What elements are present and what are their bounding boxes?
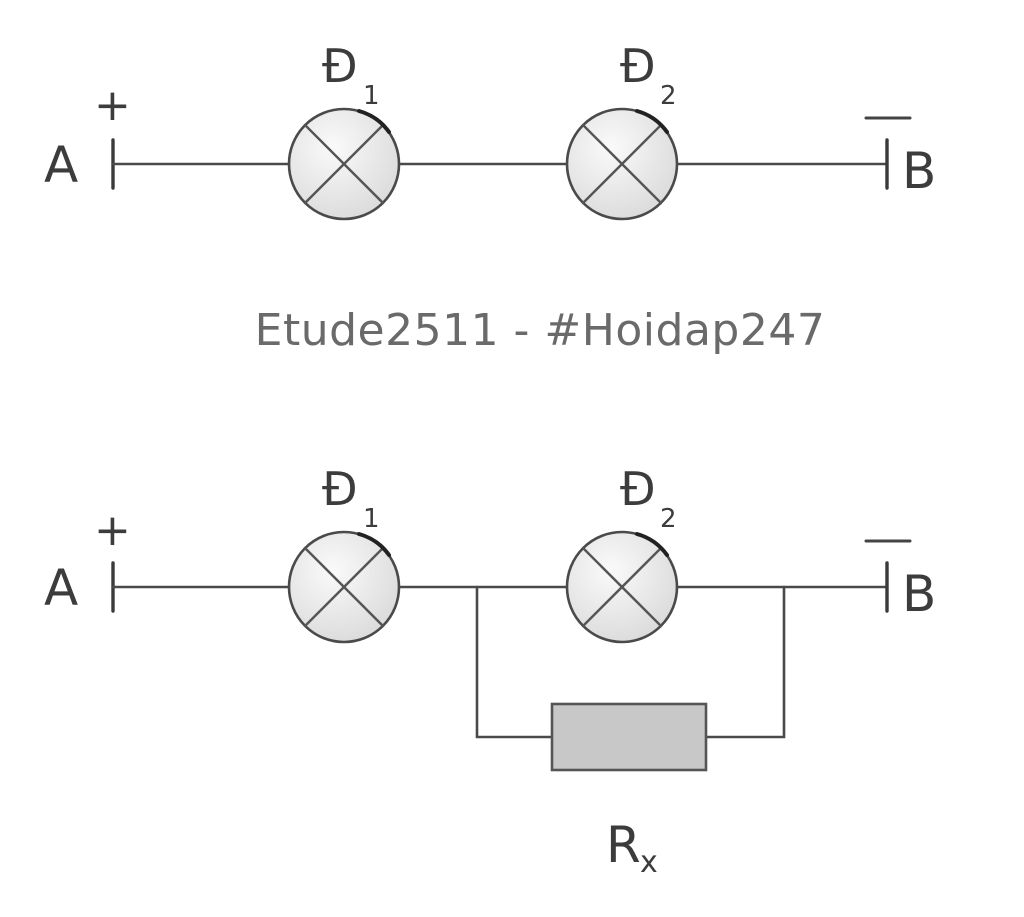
wire-branch-right	[704, 585, 786, 739]
lamp-d1-highlight	[357, 532, 391, 557]
lamp-d2-letter: Đ	[620, 39, 656, 93]
node-b-label: B	[902, 565, 936, 623]
lamp-d2-highlight	[635, 532, 669, 557]
resistor-subscript: x	[640, 845, 658, 880]
lamp-d1-cross-b	[303, 546, 385, 628]
resistor-rx	[550, 702, 708, 772]
lamp-d1	[287, 530, 401, 644]
resistor-letter: R	[606, 816, 641, 874]
lamp-d2-index: 2	[660, 504, 677, 534]
positive-sign: +	[94, 80, 131, 131]
lamp-d2-cross-b	[581, 546, 663, 628]
lamp-d1	[287, 107, 401, 221]
lamp-d2-cross-b	[581, 123, 663, 205]
series-circuit: A + Đ 1 Đ 2	[44, 39, 936, 221]
node-a-label: A	[44, 559, 78, 617]
wire-branch-left	[475, 585, 554, 739]
lamp-d2-highlight	[635, 109, 669, 134]
positive-sign: +	[94, 505, 131, 556]
node-a-label: A	[44, 136, 78, 194]
lamp-d2-index: 2	[660, 81, 677, 111]
lamp-d1-letter: Đ	[322, 39, 358, 93]
circuit-with-resistor: A + R x Đ 1	[44, 462, 936, 880]
lamp-d1-highlight	[357, 109, 391, 134]
node-b-label: B	[902, 142, 936, 200]
lamp-d1-index: 1	[363, 81, 380, 111]
watermark-text: Etude2511 - #Hoidap247	[255, 305, 826, 356]
lamp-d1-letter: Đ	[322, 462, 358, 516]
lamp-d2-letter: Đ	[620, 462, 656, 516]
lamp-d1-cross-b	[303, 123, 385, 205]
lamp-d2	[565, 530, 679, 644]
lamp-d1-index: 1	[363, 504, 380, 534]
lamp-d2	[565, 107, 679, 221]
